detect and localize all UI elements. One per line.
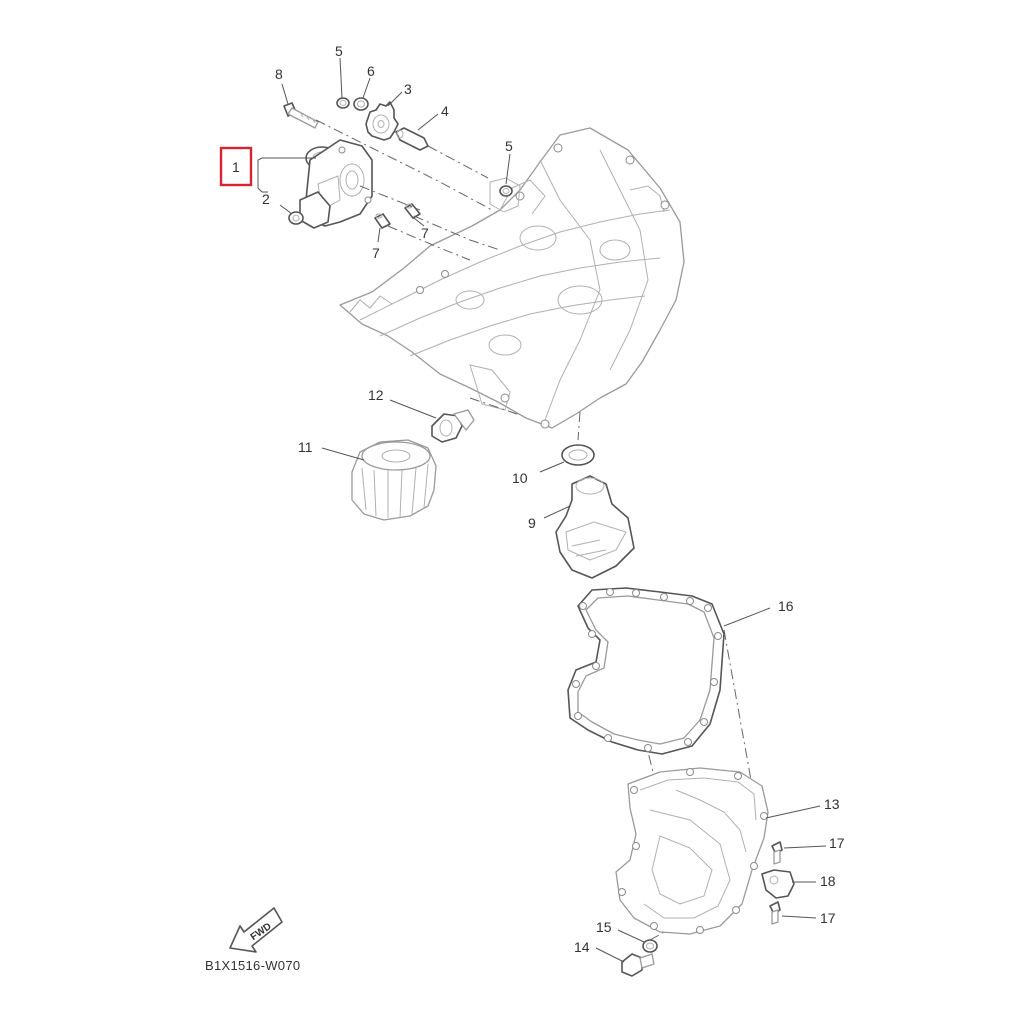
oil-pump-assembly bbox=[299, 139, 373, 229]
pump-shaft bbox=[395, 127, 429, 151]
diagram-code: B1X1516-W070 bbox=[205, 958, 301, 973]
callout-5-top[interactable]: 5 bbox=[335, 43, 343, 59]
o-ring-crankcase bbox=[489, 177, 521, 213]
o-ring-top bbox=[336, 97, 350, 109]
callout-16[interactable]: 16 bbox=[778, 598, 794, 614]
callout-10[interactable]: 10 bbox=[512, 470, 528, 486]
callout-1[interactable]: 1 bbox=[232, 159, 240, 175]
leader-lines bbox=[257, 57, 827, 963]
dowel-pin-lower bbox=[374, 213, 391, 229]
hose-clamp bbox=[761, 869, 795, 899]
callout-13[interactable]: 13 bbox=[824, 796, 840, 812]
callout-8[interactable]: 8 bbox=[275, 66, 283, 82]
callout-18[interactable]: 18 bbox=[820, 873, 836, 889]
callout-labels: 1 2 8 5 6 3 4 5 7 7 12 11 10 9 16 13 17 … bbox=[232, 43, 845, 955]
callout-2[interactable]: 2 bbox=[262, 191, 270, 207]
callout-17-upper[interactable]: 17 bbox=[829, 835, 845, 851]
oil-strainer bbox=[555, 475, 635, 579]
oil-pan-bolt-lower bbox=[769, 901, 781, 925]
callout-7-lower[interactable]: 7 bbox=[372, 245, 380, 261]
callout-11[interactable]: 11 bbox=[298, 439, 313, 455]
pump-drive-gear bbox=[365, 101, 399, 141]
crankcase-illustration bbox=[339, 127, 685, 429]
drain-bolt-gasket bbox=[642, 939, 658, 953]
pump-bolt bbox=[283, 102, 319, 129]
drain-bolt bbox=[621, 953, 655, 977]
callout-9[interactable]: 9 bbox=[528, 515, 536, 531]
selected-part-highlight bbox=[219, 146, 253, 187]
oil-pan-gasket bbox=[567, 587, 725, 755]
callout-15[interactable]: 15 bbox=[596, 919, 612, 935]
forward-direction-arrow: FWD bbox=[229, 907, 283, 953]
dowel-pin-upper bbox=[404, 203, 421, 219]
callout-6[interactable]: 6 bbox=[367, 63, 375, 79]
washer bbox=[353, 97, 369, 111]
callout-14[interactable]: 14 bbox=[574, 939, 590, 955]
oil-pump-strainer bbox=[288, 211, 304, 225]
strainer-o-ring bbox=[561, 444, 595, 466]
callout-7-upper[interactable]: 7 bbox=[421, 225, 429, 241]
callout-4[interactable]: 4 bbox=[441, 103, 449, 119]
filter-union-bolt bbox=[431, 409, 475, 443]
oil-pan bbox=[615, 767, 769, 935]
callout-17-lower[interactable]: 17 bbox=[820, 910, 836, 926]
oil-pan-bolt-upper bbox=[771, 841, 783, 865]
oil-filter bbox=[351, 439, 437, 521]
callout-5-right[interactable]: 5 bbox=[505, 138, 513, 154]
callout-3[interactable]: 3 bbox=[404, 81, 412, 97]
callout-12[interactable]: 12 bbox=[368, 387, 384, 403]
